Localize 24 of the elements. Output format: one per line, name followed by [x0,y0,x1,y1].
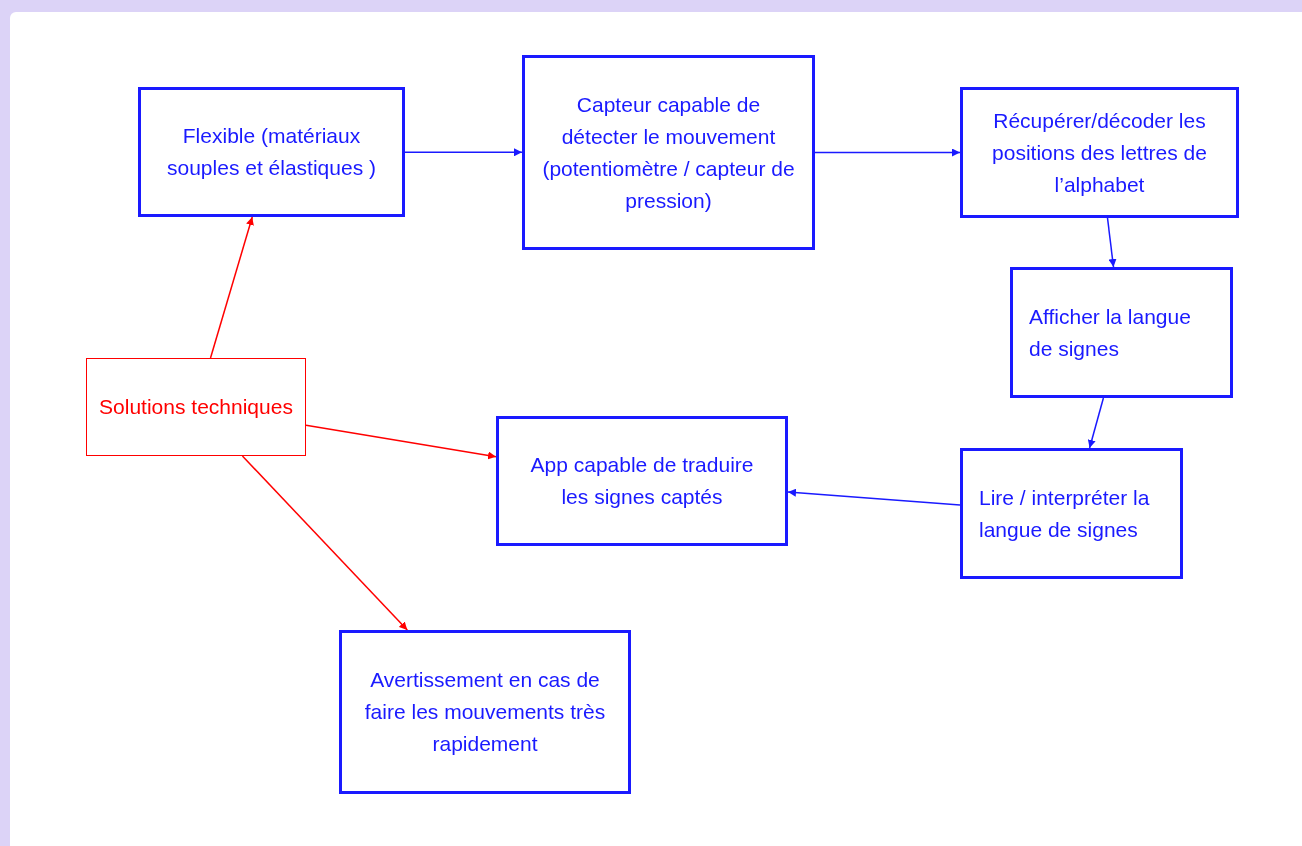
arrow [305,424,497,460]
root-box [86,358,306,456]
process-box [138,87,405,217]
arrow [404,148,523,157]
process-box [522,55,815,250]
box-text: App capable de traduire les signes captés [529,452,755,510]
arrow [241,455,409,631]
arrow [1106,217,1117,268]
arrow [814,148,961,157]
box-text: Solutions techniques [99,394,293,420]
box-text: Avertissement en cas de faire les mouvements très rapidement [363,667,607,757]
box-text: Lire / interpréter la langue de signes [979,484,1151,543]
box-text: Capteur capable de détecter le mouvement (potentiomètre / capteur de pression) [541,91,796,214]
arrow [787,488,961,506]
process-box [339,630,631,794]
box-text: Afficher la langue de signes [1029,303,1192,362]
arrow [1087,397,1105,449]
process-box [1010,267,1233,398]
box-text: Récupérer/décoder les positions des lettres de l’alphabet [991,107,1208,198]
box-text: Flexible (matériaux souples et élastiques ) [166,123,377,181]
process-box [496,416,788,546]
process-box [960,87,1239,218]
process-box [960,448,1183,579]
arrow [209,216,254,359]
